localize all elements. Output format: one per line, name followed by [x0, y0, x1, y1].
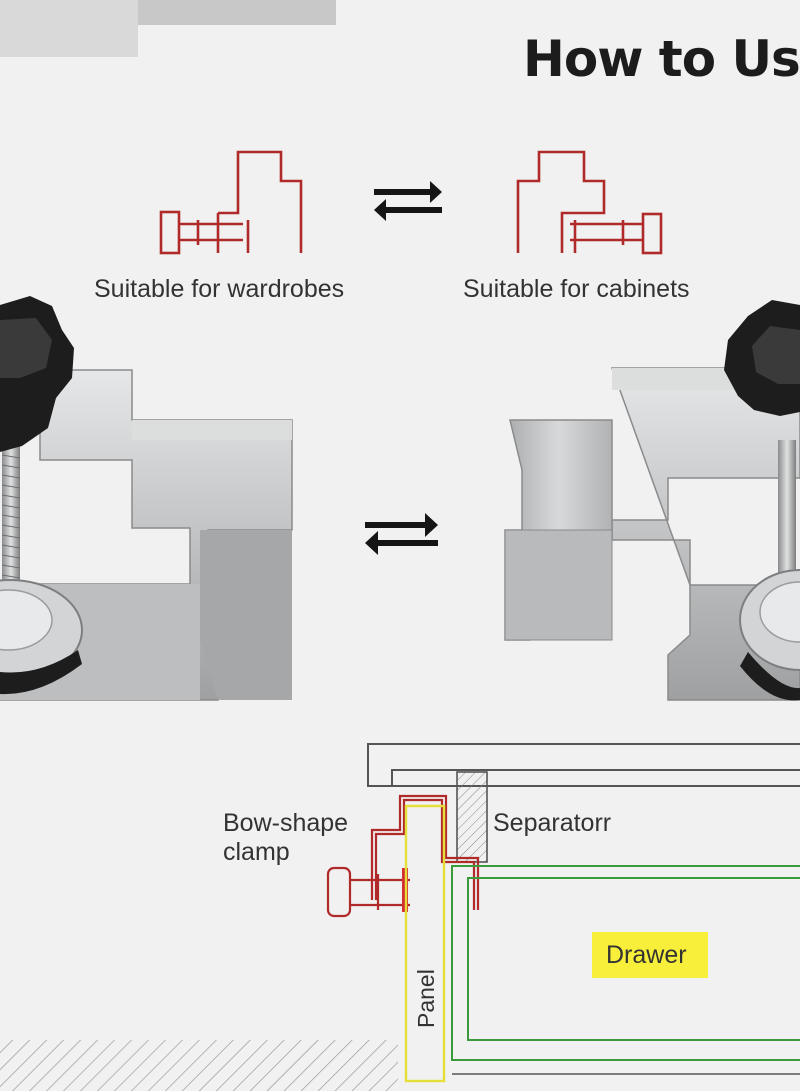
- clamp-label-line1: Bow-shape: [223, 809, 348, 837]
- header-tab-light: [138, 0, 336, 25]
- cabinet-caption: Suitable for cabinets: [463, 275, 690, 303]
- clamp-label-line2: clamp: [223, 838, 290, 866]
- cabinet-clamp-icon: [516, 150, 663, 255]
- wardrobe-clamp-icon: [159, 150, 303, 255]
- drawer-label: Drawer: [606, 941, 687, 969]
- panel-label: Panel: [413, 969, 439, 1028]
- swap-arrows-icon-middle: [365, 513, 438, 555]
- page-title: How to Us: [523, 30, 800, 88]
- clamp-photo-left: [0, 296, 293, 701]
- separator-label: Separatorr: [493, 809, 611, 837]
- wardrobe-caption: Suitable for wardrobes: [94, 275, 345, 303]
- swap-arrows-icon: [374, 181, 442, 221]
- drawer-label-background: [592, 932, 708, 978]
- header-tab-dark: [0, 0, 138, 57]
- clamp-photo-right: [504, 300, 800, 701]
- installation-diagram: [0, 743, 800, 1091]
